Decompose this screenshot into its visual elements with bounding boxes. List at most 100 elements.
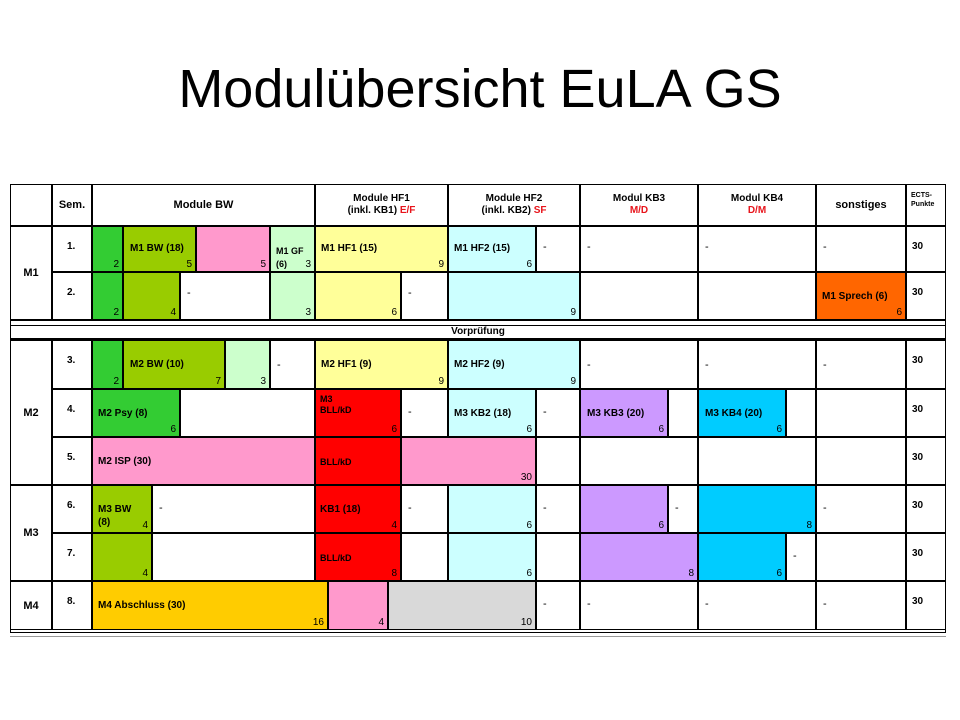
dash: -	[543, 598, 547, 610]
semester-cell-6: 6.	[52, 485, 92, 533]
s7-sonst	[816, 533, 906, 581]
s6-kb1: KB1 (18) 4	[315, 485, 401, 533]
num: 30	[520, 472, 532, 483]
num: 4	[142, 568, 148, 579]
dash: -	[408, 502, 412, 514]
s4-m3-kb4: M3 KB4 (20)6	[698, 389, 786, 437]
ects-cell-6: 30	[906, 485, 946, 533]
header-ects: ECTS- Punkte	[906, 184, 946, 226]
block-label: KB1 (18)	[320, 504, 361, 515]
s1-kb4: -	[698, 226, 816, 272]
num: 6	[658, 424, 664, 435]
num: 9	[570, 376, 576, 387]
ects-cell-4: 30	[906, 389, 946, 437]
semester-cell-4: 4.	[52, 389, 92, 437]
s8-kb3: -	[580, 581, 698, 630]
s3-m2-bw: M2 BW (10)7	[123, 340, 225, 389]
hf1-line1: Module HF1	[353, 193, 410, 204]
s7-kb4: 6	[698, 533, 786, 581]
s3-bw-rest: -	[270, 340, 315, 389]
num: 3	[260, 376, 266, 387]
s1-hf2-rest: -	[536, 226, 580, 272]
dash: -	[793, 550, 797, 562]
num: 3	[305, 307, 311, 318]
semester-label: 8.	[67, 596, 76, 607]
dash: -	[705, 359, 709, 371]
ects-line1: ECTS-	[911, 192, 932, 199]
num: 6	[391, 424, 397, 435]
block-label: BLL/kD	[320, 553, 352, 563]
s7-bw-rest	[152, 533, 315, 581]
s5-kb4	[698, 437, 816, 485]
s5-sonst	[816, 437, 906, 485]
num: 10	[520, 617, 532, 628]
s3-sonst: -	[816, 340, 906, 389]
s3-kb3: -	[580, 340, 698, 389]
num: 2	[113, 376, 119, 387]
s4-m2-psy: M2 Psy (8) 6	[92, 389, 180, 437]
block-label: M3 KB2 (18)	[454, 408, 512, 419]
dash: -	[587, 359, 591, 371]
block-label: M2 ISP (30)	[98, 456, 152, 467]
s4-kb3-rest	[668, 389, 698, 437]
num: 6	[170, 424, 176, 435]
dash: -	[543, 406, 547, 418]
s2-hf1-rest: -	[401, 272, 448, 320]
block-label: M3	[320, 394, 333, 404]
s2-green: 2	[92, 272, 123, 320]
semester-label: 3.	[67, 355, 76, 366]
hf2-line1: Module HF2	[485, 193, 543, 204]
num: 8	[688, 568, 694, 579]
block-label: M4 Abschluss (30)	[98, 600, 186, 611]
s6-m3-bw: M3 BW(8)4	[92, 485, 152, 533]
block-label: M1 GF	[276, 246, 304, 256]
num: 6	[391, 307, 397, 318]
vorpruefung-band: Vorprüfung	[10, 320, 946, 340]
s2-hf1: 6	[315, 272, 401, 320]
s2-kb3	[580, 272, 698, 320]
dash: -	[543, 241, 547, 253]
s7-kb4-rest: -	[786, 533, 816, 581]
s8-kb4: -	[698, 581, 816, 630]
block-label: M3 BW	[98, 504, 132, 515]
ects-line2: Punkte	[911, 201, 935, 208]
block-sublabel: BLL/kD	[320, 405, 352, 415]
num: 4	[391, 520, 397, 531]
s3-m2-hf1: M2 HF1 (9)9	[315, 340, 448, 389]
kb3-line1: Modul KB3	[612, 193, 666, 204]
header-corner	[10, 184, 52, 226]
block-sublabel: (8)	[98, 517, 111, 528]
block-label: M1 BW (18)	[130, 243, 184, 254]
s2-lime: 4	[123, 272, 180, 320]
ects-value: 30	[912, 596, 924, 607]
semester-label: 5.	[67, 452, 76, 463]
s1-kb3: -	[580, 226, 698, 272]
kb3-red: M/D	[629, 205, 649, 216]
s7-hf2-rest	[536, 533, 580, 581]
dash: -	[587, 241, 591, 253]
s6-hf1-rest: -	[401, 485, 448, 533]
s4-bw-rest	[180, 389, 315, 437]
block-label: BLL/kD	[320, 457, 352, 467]
s7-bw: 4	[92, 533, 152, 581]
dash: -	[823, 359, 827, 371]
s6-kb3: 6	[580, 485, 668, 533]
dash: -	[159, 502, 163, 514]
block-label: M2 Psy (8)	[98, 408, 148, 419]
dash: -	[705, 241, 709, 253]
s8-m4-abschluss: M4 Abschluss (30)16	[92, 581, 328, 630]
num: 6	[776, 424, 782, 435]
num: 6	[896, 307, 902, 318]
dash: -	[408, 287, 412, 299]
semester-label: 7.	[67, 548, 76, 559]
group-m4: M4	[10, 581, 52, 630]
s1-m1-hf2: M1 HF2 (15)6	[448, 226, 536, 272]
num: 2	[113, 307, 119, 318]
num: 3	[305, 259, 311, 270]
hf2-line2: (inkl. KB2)	[481, 205, 531, 216]
group-m2: M2	[10, 340, 52, 485]
block-label: M1 HF2 (15)	[454, 243, 511, 254]
